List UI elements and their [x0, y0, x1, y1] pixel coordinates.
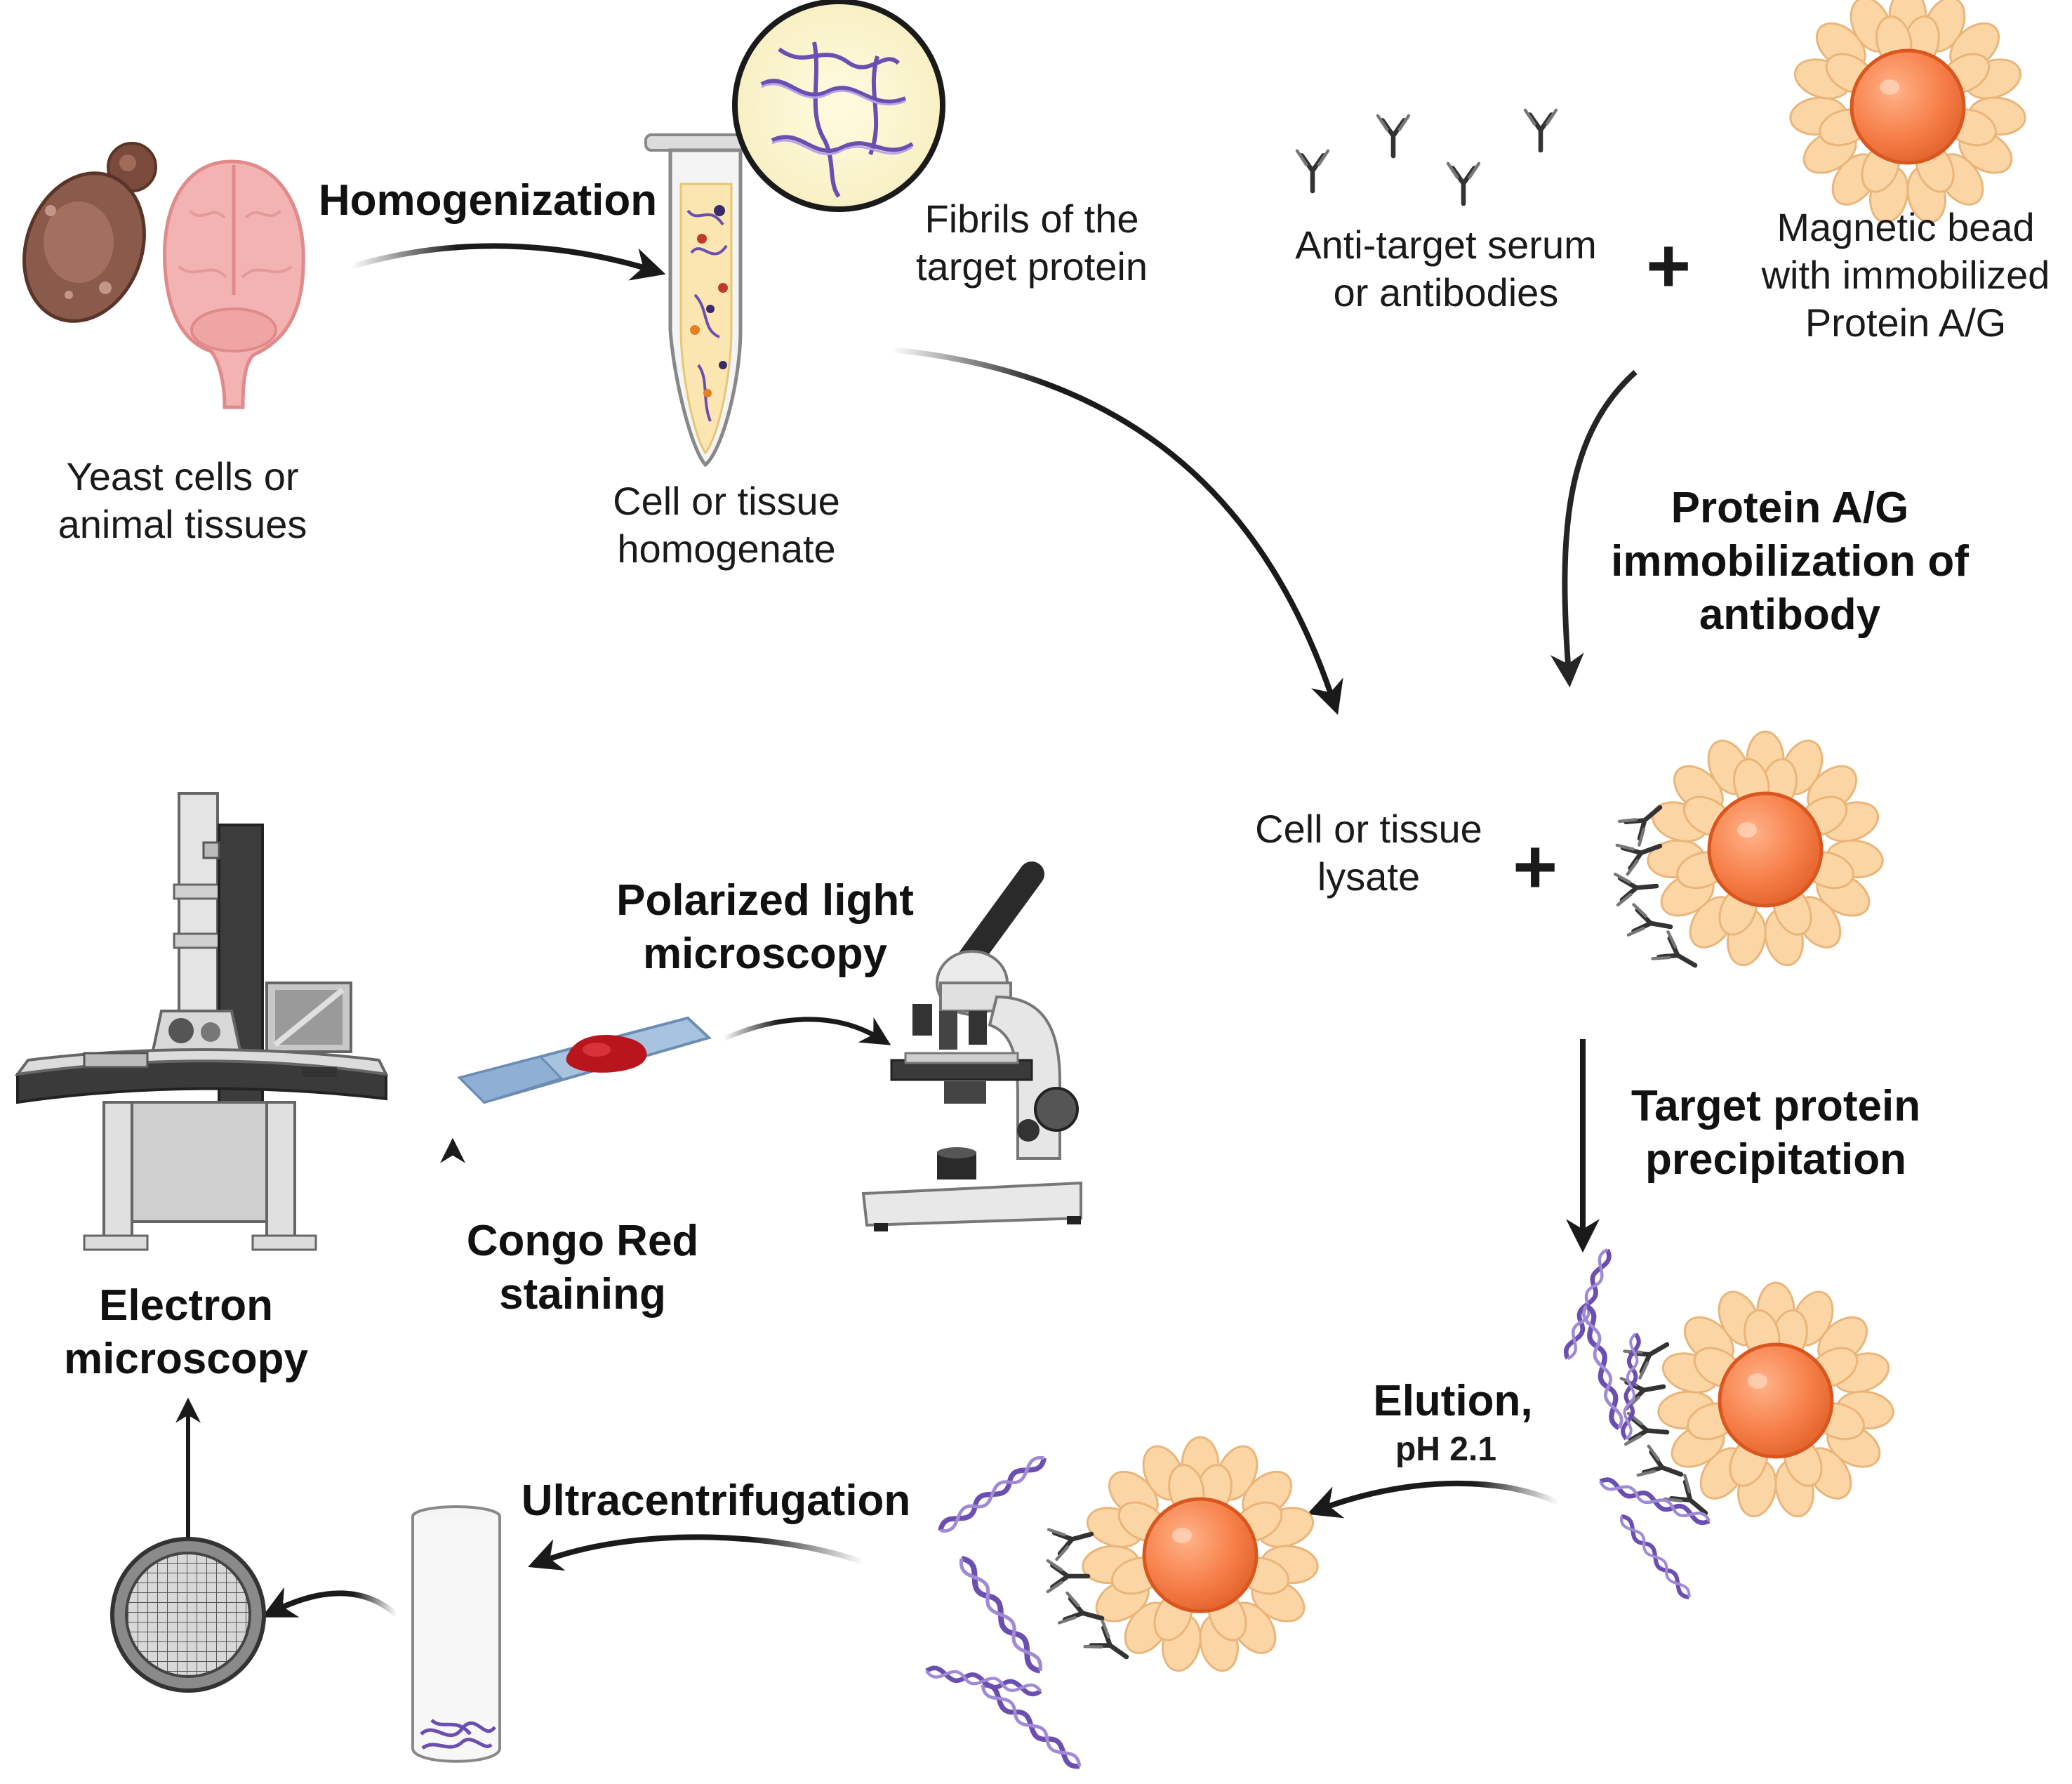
homogenate-label: Cell or tissue homogenate [613, 479, 840, 571]
electron-microscopy-label: Electron microscopy [63, 1281, 309, 1383]
ultracentrifugation-arrow [528, 1534, 865, 1571]
immobilization-label: Protein A/G immobilization of antibody [1611, 484, 1969, 639]
homogenate-to-lysate-arrow [891, 347, 1343, 715]
elution-ph-label: pH 2.1 [1395, 1431, 1497, 1468]
microtube-icon [644, 133, 759, 468]
plus-sign-middle: + [1513, 824, 1558, 910]
magnetic-bead-icon [1788, 0, 2027, 226]
fibrils-label: Fibrils of the target protein [916, 197, 1148, 289]
microscope-slide-icon [457, 1016, 712, 1104]
antibodies-label: Anti-target serum or antibodies [1295, 223, 1597, 315]
elution-arrow [1307, 1480, 1560, 1519]
free-fibrils-icon [926, 1454, 1082, 1770]
lysate-label: Cell or tissue lysate [1255, 807, 1482, 899]
electron-microscope-icon [14, 792, 389, 1251]
homogenization-arrow [350, 243, 666, 281]
magnifier-fibrils-icon [732, 0, 945, 212]
em-grid-icon [110, 1537, 266, 1693]
antibody-bead-icon [1615, 732, 1885, 979]
yeast-label: Yeast cells or animal tissues [58, 454, 307, 546]
tube-to-grid-arrow [261, 1587, 399, 1618]
fibril-bound-bead-icon [1564, 1248, 1895, 1600]
light-microscope-icon [861, 861, 1082, 1231]
elution-label: Elution, [1373, 1377, 1533, 1425]
slide-to-microscope-arrow [722, 1017, 891, 1045]
yeast-cell-icon [22, 142, 157, 323]
brain-icon [162, 159, 305, 409]
homogenization-label: Homogenization [318, 176, 658, 225]
eluted-bead-icon [1048, 1437, 1320, 1674]
congo-red-label: Congo Red staining [466, 1217, 699, 1319]
ultracentrifuge-tube-icon [411, 1505, 501, 1763]
bead-label: Magnetic bead with immobilized Protein A… [1761, 205, 2050, 345]
plus-sign-top: + [1646, 223, 1692, 309]
immobilization-arrow [1550, 370, 1638, 688]
polarized-label: Polarized light microscopy [616, 876, 914, 978]
precipitation-label: Target protein precipitation [1631, 1082, 1921, 1184]
antibody-icon [1297, 110, 1556, 204]
ultracentrifugation-label: Ultracentrifugation [521, 1476, 911, 1525]
